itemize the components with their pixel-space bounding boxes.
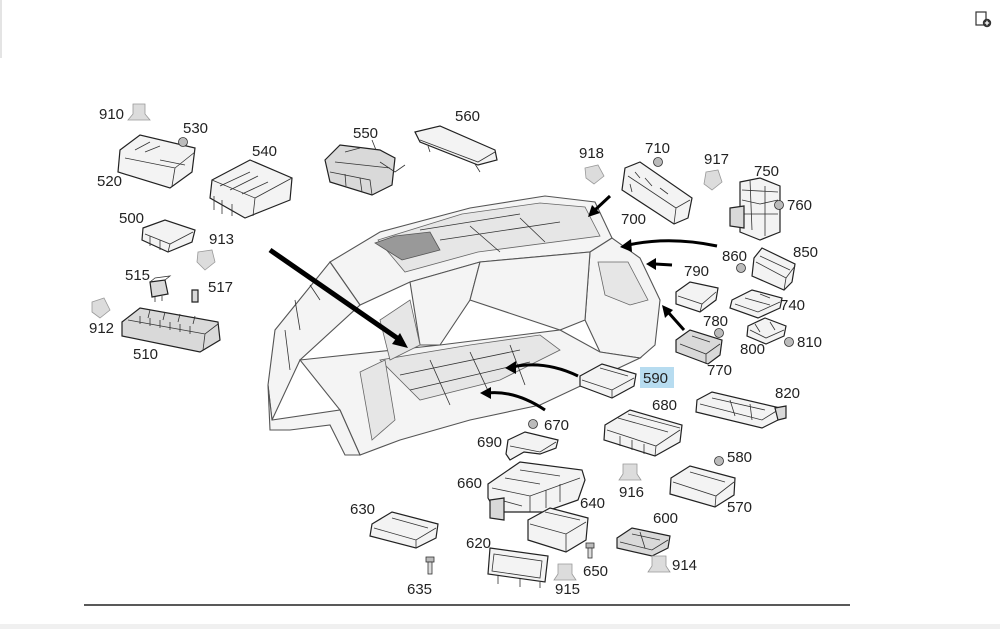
label-630: 630 [350,501,375,518]
part-number-labels: 910 530 520 540 550 560 500 913 515 517 … [89,106,822,598]
part-740-control-unit[interactable] [729,289,783,319]
part-750-relay-box[interactable] [729,177,781,241]
part-770-control-unit[interactable] [675,329,723,365]
part-820-control-unit[interactable] [695,391,787,429]
part-660-control-unit[interactable] [487,461,586,521]
label-650: 650 [583,563,608,580]
part-580-nut[interactable] [714,456,724,466]
label-600: 600 [653,510,678,527]
part-515-relay[interactable] [149,275,172,302]
label-915: 915 [555,581,580,598]
label-590-highlight [640,367,674,388]
part-600-control-unit[interactable] [616,527,671,557]
label-913: 913 [209,231,234,248]
label-770: 770 [707,362,732,379]
label-560: 560 [455,108,480,125]
label-820: 820 [775,385,800,402]
label-800: 800 [740,341,765,358]
vehicle-body-shell [267,195,661,456]
part-860-nut[interactable] [736,263,746,273]
label-620: 620 [466,535,491,552]
part-650-screw[interactable] [585,542,595,559]
label-910: 910 [99,106,124,123]
label-640: 640 [580,495,605,512]
part-690-bracket[interactable] [505,431,559,461]
part-780-nut[interactable] [714,328,724,338]
label-740: 740 [780,297,805,314]
part-790-cover[interactable] [675,281,719,313]
part-540-module[interactable] [209,159,293,219]
part-916-connector[interactable] [618,463,642,481]
label-860: 860 [722,248,747,265]
label-916: 916 [619,484,644,501]
part-760-nut[interactable] [774,200,784,210]
part-570-control-unit[interactable] [669,465,736,508]
part-530-nut[interactable] [178,137,188,147]
label-710: 710 [645,140,670,157]
bottom-scrollbar-track [0,624,1000,629]
label-914: 914 [672,557,697,574]
part-635-screw[interactable] [425,556,435,575]
label-530: 530 [183,120,208,137]
part-910-connector[interactable] [127,103,151,121]
part-915-connector[interactable] [553,563,577,581]
label-670: 670 [544,417,569,434]
label-510: 510 [133,346,158,363]
part-500-control-unit[interactable] [141,219,196,253]
part-912-connector[interactable] [91,297,111,319]
label-590[interactable]: 590 [643,370,668,387]
part-914-connector[interactable] [647,555,671,573]
part-917-connector[interactable] [703,169,723,191]
part-590-control-unit[interactable] [579,363,637,399]
label-912: 912 [89,320,114,337]
label-635: 635 [407,581,432,598]
label-918: 918 [579,145,604,162]
label-550: 550 [353,125,378,142]
label-700: 700 [621,211,646,228]
part-560-cover-panel[interactable] [414,125,498,173]
part-520-control-unit[interactable] [117,134,196,189]
add-document-icon[interactable] [974,10,992,28]
label-790: 790 [684,263,709,280]
part-850-control-unit[interactable] [751,247,796,291]
part-670-nut[interactable] [528,419,538,429]
part-640-control-unit[interactable] [527,507,589,553]
left-frame-edge [0,0,2,58]
part-700-control-unit[interactable] [621,161,693,225]
label-540: 540 [252,143,277,160]
label-750: 750 [754,163,779,180]
label-515: 515 [125,267,150,284]
label-810: 810 [797,334,822,351]
label-690: 690 [477,434,502,451]
label-660: 660 [457,475,482,492]
part-630-control-unit[interactable] [369,511,439,549]
part-680-control-unit[interactable] [603,409,683,457]
label-680: 680 [652,397,677,414]
part-918-connector[interactable] [584,164,605,185]
part-913-connector[interactable] [196,249,216,271]
part-800-control-unit[interactable] [746,317,787,345]
label-760: 760 [787,197,812,214]
label-517: 517 [208,279,233,296]
pointer-arrows [268,194,718,412]
label-780: 780 [703,313,728,330]
label-570: 570 [727,499,752,516]
part-810-nut[interactable] [784,337,794,347]
part-620-control-unit[interactable] [487,547,549,588]
label-500: 500 [119,210,144,227]
label-917: 917 [704,151,729,168]
part-550-module[interactable] [324,139,406,196]
label-850: 850 [793,244,818,261]
label-520: 520 [97,173,122,190]
label-580: 580 [727,449,752,466]
part-510-fuse-box[interactable] [121,307,221,353]
part-710-nut[interactable] [653,157,663,167]
part-517-fuse[interactable] [191,289,199,303]
